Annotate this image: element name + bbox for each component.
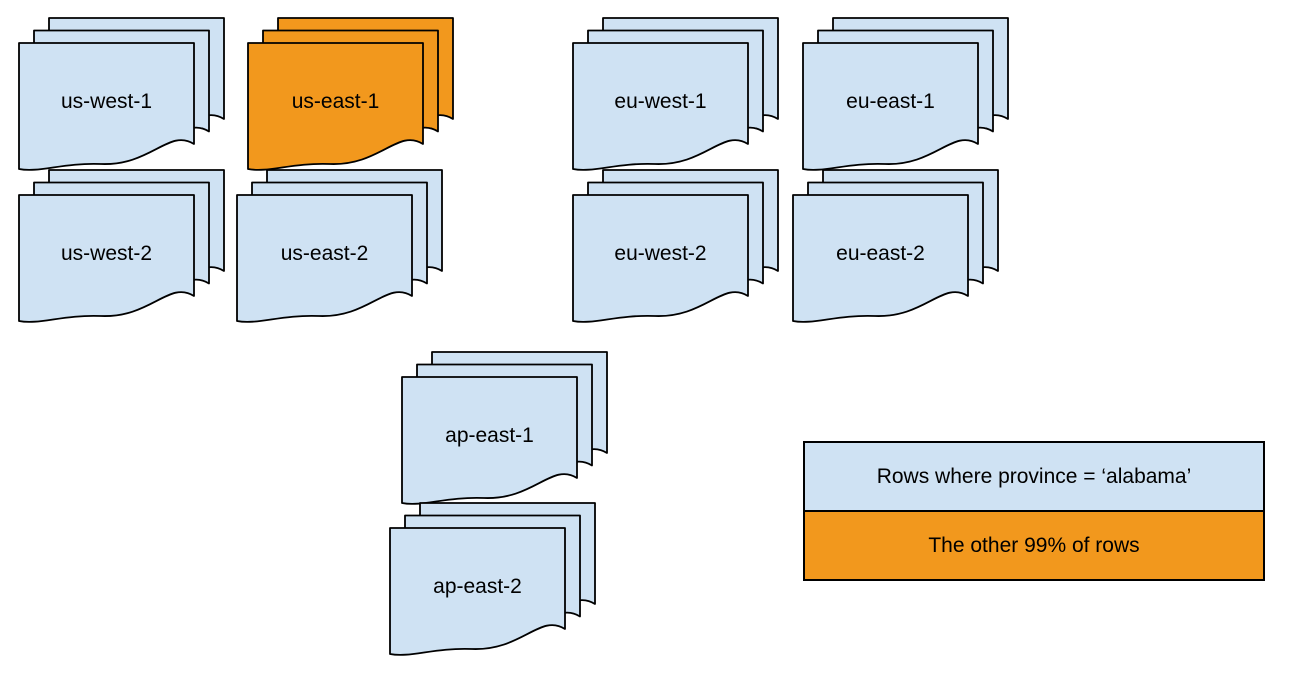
region-stack-eu-east-2: eu-east-2 [792, 169, 1000, 332]
region-label: us-east-2 [280, 242, 369, 265]
legend-item-alabama-rows: Rows where province = ‘alabama’ [805, 443, 1263, 510]
document-stack-icon [389, 502, 596, 656]
region-stack-us-west-1: us-west-1 [18, 17, 226, 180]
legend: Rows where province = ‘alabama’ The othe… [803, 441, 1265, 581]
region-label: us-east-1 [291, 90, 380, 113]
document-stack-icon [802, 17, 1009, 171]
region-label: eu-west-1 [614, 90, 707, 113]
region-stack-us-east-1: us-east-1 [247, 17, 455, 180]
region-stack-eu-west-2: eu-west-2 [572, 169, 780, 332]
document-stack-icon [18, 169, 225, 323]
legend-item-label: The other 99% of rows [928, 533, 1140, 557]
document-stack-icon [572, 169, 779, 323]
document-stack-icon [247, 17, 454, 171]
legend-item-label: Rows where province = ‘alabama’ [876, 464, 1192, 488]
region-stack-us-west-2: us-west-2 [18, 169, 226, 332]
document-stack-icon [18, 17, 225, 171]
region-label: eu-west-2 [614, 242, 707, 265]
document-stack-icon [572, 17, 779, 171]
document-stack-icon [236, 169, 443, 323]
region-label: us-west-2 [60, 242, 153, 265]
region-stack-us-east-2: us-east-2 [236, 169, 444, 332]
document-stack-icon [792, 169, 999, 323]
document-stack-icon [401, 351, 608, 505]
region-stack-eu-east-1: eu-east-1 [802, 17, 1010, 180]
region-label: eu-east-2 [836, 242, 925, 265]
region-label: ap-east-2 [433, 575, 522, 598]
region-label: us-west-1 [60, 90, 153, 113]
region-label: eu-east-1 [846, 90, 935, 113]
region-stack-ap-east-1: ap-east-1 [401, 351, 609, 514]
region-label: ap-east-1 [445, 424, 534, 447]
region-stack-eu-west-1: eu-west-1 [572, 17, 780, 180]
region-stack-ap-east-2: ap-east-2 [389, 502, 597, 665]
legend-item-other-rows: The other 99% of rows [805, 510, 1263, 579]
